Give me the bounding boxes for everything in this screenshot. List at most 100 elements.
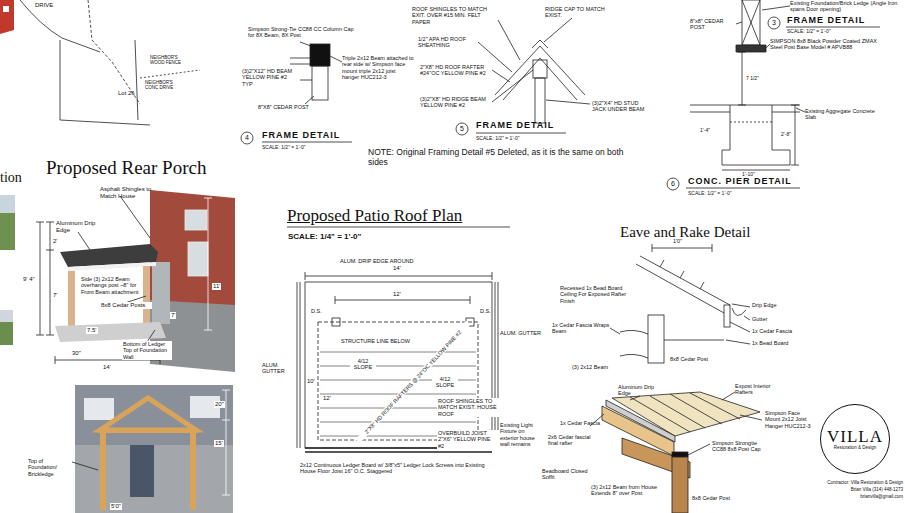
drawing-label: Existing Aggregate Concrete Slab bbox=[805, 108, 875, 121]
path-stroke bbox=[135, 40, 138, 120]
drawing-label: Contractor: Villa Restoration & Design bbox=[815, 480, 903, 485]
drawing-label: 2"X8" HD ROOF RAFTER #24"OC YELLOW PINE … bbox=[420, 64, 490, 77]
circle-stroke bbox=[241, 132, 253, 144]
rect-stroke bbox=[648, 315, 664, 363]
drawing-label: ROOF SHINGLES TO MATCH EXIST. HOUSE ROOF bbox=[437, 398, 505, 417]
drawing-label: 20" bbox=[214, 401, 225, 408]
polygon-stroke bbox=[100, 398, 196, 430]
iso-eave-detail bbox=[590, 392, 762, 513]
drawing-label: Triple 2x12 Beam attached to rear side w… bbox=[342, 55, 414, 80]
path-stroke bbox=[287, 227, 510, 228]
frame-detail-4 bbox=[241, 42, 352, 144]
path-stroke bbox=[478, 18, 590, 104]
drawing-label: SCALE: 1/2" = 1'-0" bbox=[262, 145, 306, 151]
rect-stroke bbox=[75, 445, 233, 513]
drawing-label: 5 bbox=[457, 125, 467, 133]
drawing-label: ALUM. DRIP EDGE AROUND bbox=[340, 258, 414, 264]
drawing-label: FRAME DETAIL bbox=[262, 130, 340, 140]
drawing-label: Beadboard Closed Soffit bbox=[542, 468, 592, 481]
drawing-label: Drip Edge bbox=[752, 302, 776, 308]
rect-stroke bbox=[3, 6, 9, 12]
drawing-label: 30" bbox=[72, 350, 81, 357]
path-stroke bbox=[620, 330, 648, 358]
eave-detail bbox=[610, 244, 750, 363]
drawing-label: 8x8 Cedar Posts bbox=[100, 302, 152, 309]
logo-subtitle: Restoration & Design bbox=[834, 445, 877, 450]
path-stroke bbox=[690, 105, 800, 112]
drawing-label: Proposed Rear Porch bbox=[46, 157, 206, 179]
path-stroke bbox=[532, 40, 548, 48]
path-stroke bbox=[791, 105, 799, 165]
drawing-label: SCALE: 1/2" = 1'-0" bbox=[787, 29, 831, 35]
path-stroke bbox=[495, 46, 585, 95]
drawing-label: Side (3) 2x12 Beam overhangs post ~8" fo… bbox=[80, 276, 140, 295]
path-stroke bbox=[78, 196, 155, 345]
path-stroke bbox=[262, 142, 352, 143]
drawing-label: 5'0" bbox=[110, 503, 122, 510]
rect-stroke bbox=[535, 78, 545, 123]
drawing-label: Asphalt Shingles to Match House bbox=[100, 186, 162, 200]
drawing-label: 15' bbox=[214, 440, 224, 447]
rect-stroke bbox=[75, 385, 233, 445]
path-stroke bbox=[660, 260, 704, 289]
rect-stroke bbox=[672, 457, 688, 513]
rect-stroke bbox=[332, 318, 340, 326]
rect-stroke bbox=[152, 262, 170, 324]
drawing-label: (3) 2x12 Beam from House Extends 8" over… bbox=[590, 484, 662, 497]
drawing-label: STRUCTURE LINE BELOW bbox=[340, 338, 411, 344]
rect-stroke bbox=[188, 242, 208, 276]
site-plan bbox=[0, 0, 200, 125]
path-stroke bbox=[297, 282, 498, 448]
drawing-label: Aluminum Drip Edge bbox=[618, 384, 660, 397]
circle-stroke bbox=[667, 178, 679, 190]
path-stroke bbox=[732, 308, 746, 316]
rect-stroke bbox=[724, 305, 730, 327]
frame-detail-5 bbox=[456, 18, 590, 135]
drawing-label: 6 bbox=[668, 180, 678, 188]
drawing-label: Eave and Rake Detail bbox=[620, 224, 750, 241]
drawing-label: D.S. bbox=[311, 308, 322, 314]
path-stroke bbox=[652, 244, 712, 252]
path-stroke bbox=[636, 264, 724, 313]
drawing-label: 2x6 Cedar fascial final rafter bbox=[548, 434, 598, 447]
drawing-label: 14' bbox=[392, 265, 402, 272]
drawing-label: Simpson Face Mount 2x12 Joist Hanger HUC… bbox=[765, 410, 813, 429]
patio-roof-plan bbox=[287, 227, 510, 452]
path-stroke bbox=[686, 188, 800, 189]
drawing-label: 8x8 Cedar Post bbox=[692, 495, 730, 501]
drawing-label: brianvilla@gmail.com bbox=[815, 494, 903, 499]
drawing-label: 1'0" bbox=[672, 238, 683, 244]
drawing-label: 14' bbox=[103, 364, 111, 371]
drawing-label: Top of Foundation/ Brickledge bbox=[28, 458, 70, 477]
drawing-label: CONC. PIER DETAIL bbox=[688, 176, 792, 186]
rect-stroke bbox=[68, 271, 75, 326]
drawing-label: 9' 4" bbox=[22, 276, 36, 283]
drawing-label: 1x Cedar Fascia bbox=[752, 328, 792, 334]
drawing-label: 7 1/2" bbox=[745, 76, 760, 82]
drawing-label: 3 bbox=[769, 19, 779, 27]
drawing-label: ALUM. GUTTER bbox=[262, 362, 296, 375]
logo-wordmark: VILLA bbox=[827, 428, 883, 445]
path-stroke bbox=[664, 340, 724, 341]
rect-stroke bbox=[312, 66, 328, 100]
drawing-label: 7' bbox=[53, 292, 57, 299]
drawing-label: 2x12 Continuous Ledger Board w/ 3/8"x5" … bbox=[300, 462, 500, 475]
path-stroke bbox=[786, 27, 880, 28]
drawing-label: 1'-4" bbox=[700, 128, 710, 134]
path-stroke bbox=[36, 222, 44, 335]
drawing-label: FRAME DETAIL bbox=[476, 120, 554, 130]
path-stroke bbox=[610, 304, 750, 344]
drawing-label: 4/12 SLOPE bbox=[350, 358, 376, 371]
rect-stroke bbox=[130, 445, 154, 497]
drawing-label: D.S. bbox=[480, 308, 491, 314]
drawing-label: Gutter bbox=[752, 316, 767, 322]
path-stroke bbox=[742, 0, 760, 45]
drawing-label: Bottom of Ledger Top of Foundation Wall bbox=[122, 341, 172, 360]
front-porch-render bbox=[72, 385, 233, 513]
drawing-label: 1x Bead Board bbox=[752, 340, 788, 346]
rect-stroke bbox=[0, 195, 15, 213]
polygon-stroke bbox=[68, 262, 156, 271]
path-stroke bbox=[72, 462, 98, 470]
drawing-label: RIDGE CAP TO MATCH EXIST. bbox=[545, 6, 605, 19]
drawing-label: NEIGHBOR'S CONC DRIVE bbox=[145, 80, 185, 90]
